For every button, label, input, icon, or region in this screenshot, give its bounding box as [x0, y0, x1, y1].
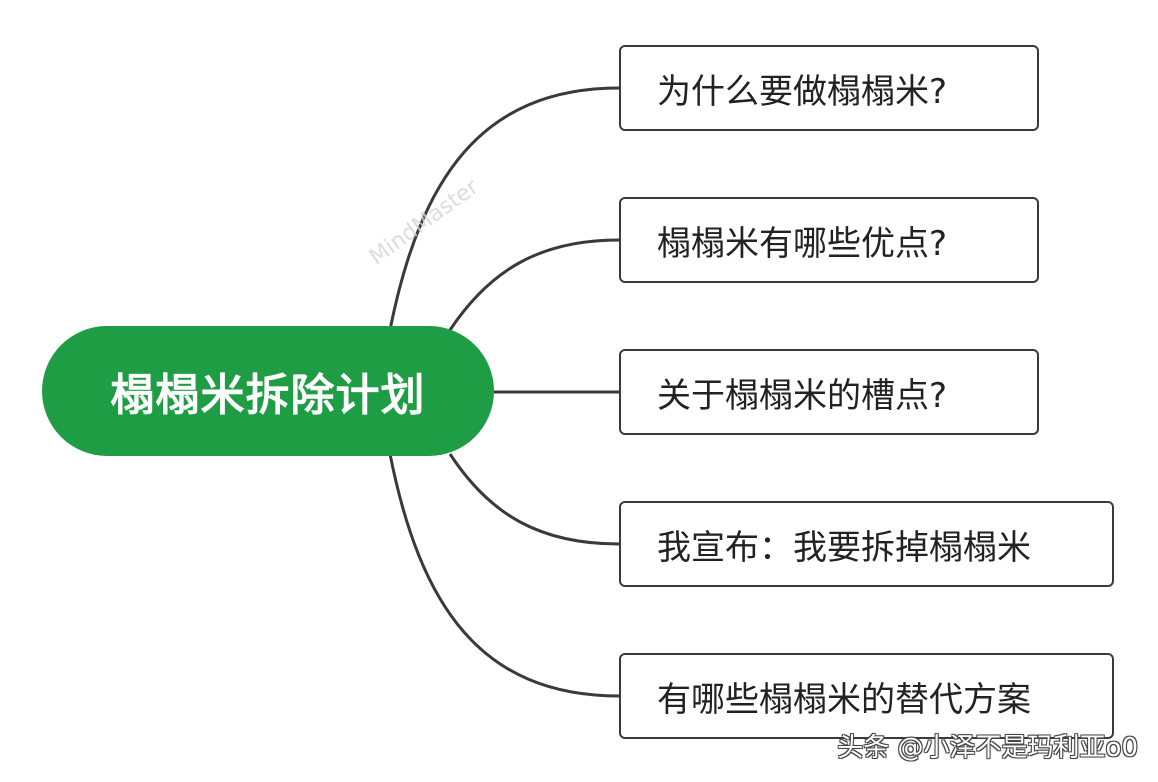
branch-topic-4[interactable]: 我宣布：我要拆掉榻榻米 — [619, 501, 1114, 587]
connector-line-4 — [448, 453, 620, 546]
branch-topic-label: 我宣布：我要拆掉榻榻米 — [657, 527, 1031, 568]
connector-line-5 — [388, 453, 620, 698]
connector-line-2 — [448, 238, 620, 331]
branch-topic-2[interactable]: 榻榻米有哪些优点? — [619, 197, 1039, 283]
branch-topic-3[interactable]: 关于榻榻米的槽点? — [619, 349, 1039, 435]
branch-topic-label: 为什么要做榻榻米? — [657, 71, 948, 112]
root-topic-label: 榻榻米拆除计划 — [110, 370, 426, 421]
source-credit: 头条 @小泽不是玛利亚o0 — [837, 733, 1138, 763]
branch-topic-1[interactable]: 为什么要做榻榻米? — [619, 45, 1039, 131]
root-topic-node[interactable]: 榻榻米拆除计划 — [42, 326, 494, 456]
branch-topic-label: 榻榻米有哪些优点? — [657, 223, 948, 264]
branch-topic-label: 有哪些榻榻米的替代方案 — [657, 679, 1031, 720]
connector-line-1 — [388, 86, 620, 331]
branch-topic-label: 关于榻榻米的槽点? — [657, 375, 948, 416]
branch-topic-5[interactable]: 有哪些榻榻米的替代方案 — [619, 653, 1114, 739]
